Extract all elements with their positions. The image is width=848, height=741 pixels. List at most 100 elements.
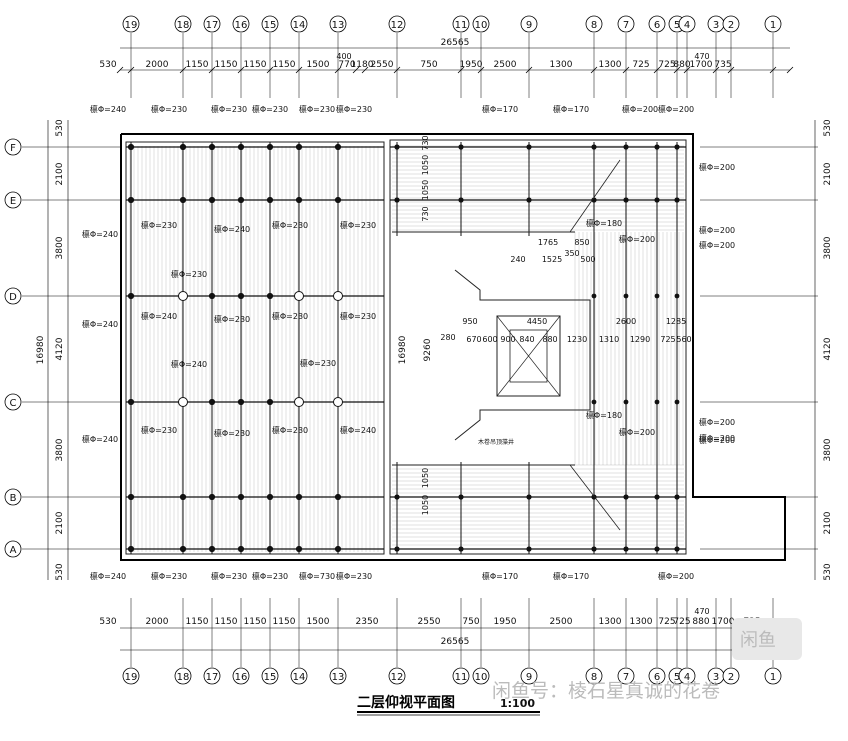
- center-left-dim: 730: [421, 206, 430, 221]
- bottom-span-dim: 1150: [244, 617, 267, 627]
- purlin-label-left: 檩Φ=240: [82, 319, 118, 329]
- column-dot: [623, 197, 629, 203]
- top-span-dim: 750: [420, 60, 437, 70]
- column-dot: [295, 493, 303, 501]
- grid-label-top: 12: [391, 20, 404, 31]
- column-dot: [458, 197, 464, 203]
- row-span-dim: 3800: [55, 236, 65, 259]
- purlin-label-right: 檩Φ=200: [699, 225, 735, 235]
- grid-bubble-bottom: [452, 667, 470, 685]
- grid-bubble-bottom: [617, 667, 635, 685]
- grid-label-bottom: 9: [526, 672, 532, 683]
- purlin-label-bottom: 檩Φ=230: [252, 571, 288, 581]
- center-dim: 725: [660, 335, 675, 344]
- top-span-dim: 735: [714, 60, 731, 70]
- bottom-extra-dim: 470: [694, 607, 709, 616]
- row-span-dim-right: 3800: [823, 438, 833, 461]
- center-dim: 1230: [567, 335, 587, 344]
- grid-label-bottom: 14: [293, 672, 306, 683]
- grid-bubble-top: [452, 15, 470, 33]
- grid-label-top: 14: [293, 20, 306, 31]
- column-dot: [237, 292, 245, 300]
- purlin-label-inner: 檩Φ=230: [300, 358, 336, 368]
- center-dim: 1765: [538, 238, 558, 247]
- column-dot: [237, 493, 245, 501]
- grid-label-bottom: 6: [654, 672, 660, 683]
- grid-bubble-top: [290, 15, 308, 33]
- top-extra-dim: 400: [336, 52, 351, 61]
- purlin-label-bottom: 檩Φ=730: [299, 571, 335, 581]
- grid-label-top: 6: [654, 20, 660, 31]
- top-span-dim: 530: [99, 60, 116, 70]
- column-dot: [623, 293, 629, 299]
- grid-bubble-top: [585, 15, 603, 33]
- center-dim: 1525: [542, 255, 562, 264]
- grid-label-bottom: 16: [235, 672, 248, 683]
- grid-label-bottom: 5: [674, 672, 680, 683]
- center-dim: 950: [462, 317, 477, 326]
- column-dot: [458, 144, 464, 150]
- top-span-dim: 2000: [146, 60, 169, 70]
- left-hall-outline: [125, 141, 385, 555]
- purlin-label-right: 檩Φ=200: [699, 433, 735, 443]
- row-span-dim: 530: [55, 119, 65, 136]
- column-dot: [237, 196, 245, 204]
- column-dot: [333, 397, 343, 407]
- column-dot: [458, 546, 464, 552]
- row-label: D: [9, 292, 17, 303]
- grid-bubble-top: [329, 15, 347, 33]
- center-dim: 240: [510, 255, 525, 264]
- top-span-dim: 1300: [550, 60, 573, 70]
- purlin-label-top: 檩Φ=170: [553, 104, 589, 114]
- center-dim: 840: [519, 335, 534, 344]
- center-dim: 900: [500, 335, 515, 344]
- top-span-dim: 725: [658, 60, 675, 70]
- purlin-label-right-inner: 檩Φ=180: [586, 218, 622, 228]
- column-dot: [674, 546, 680, 552]
- purlin-label-inner: 檩Φ=230: [272, 311, 308, 321]
- grid-bubble-top: [764, 15, 782, 33]
- bottom-span-dim: 1150: [186, 617, 209, 627]
- column-dot: [334, 545, 342, 553]
- purlin-label-inner: 檩Φ=240: [141, 311, 177, 321]
- grid-bubble-bottom: [520, 667, 538, 685]
- purlin-label-left: 檩Φ=240: [82, 434, 118, 444]
- bottom-span-dim: 725: [658, 617, 675, 627]
- grid-bubble-top: [174, 15, 192, 33]
- center-dim: 850: [574, 238, 589, 247]
- row-span-dim: 4120: [55, 337, 65, 360]
- row-bubble: [4, 138, 22, 156]
- purlin-label-inner: 檩Φ=240: [340, 425, 376, 435]
- purlin-label-top: 檩Φ=230: [336, 104, 372, 114]
- grid-label-bottom: 17: [206, 672, 219, 683]
- column-dot: [623, 399, 629, 405]
- purlin-label-inner: 檩Φ=240: [214, 224, 250, 234]
- column-dot: [237, 398, 245, 406]
- purlin-label-right: 檩Φ=200: [699, 417, 735, 427]
- center-left-dim: 730: [421, 135, 430, 150]
- top-span-dim: 1150: [244, 60, 267, 70]
- row-span-dim: 3800: [55, 438, 65, 461]
- grid-label-top: 19: [125, 20, 138, 31]
- column-dot: [526, 144, 532, 150]
- column-dot: [334, 196, 342, 204]
- purlin-label-left: 檩Φ=240: [82, 229, 118, 239]
- grid-bubble-top: [232, 15, 250, 33]
- top-extra-dim: 470: [694, 52, 709, 61]
- column-dot: [654, 197, 660, 203]
- row-span-dim-right: 530: [823, 119, 833, 136]
- purlin-label-right-inner: 檩Φ=180: [586, 410, 622, 420]
- column-dot: [458, 494, 464, 500]
- row-span-dim-right: 530: [823, 563, 833, 580]
- column-dot: [654, 144, 660, 150]
- grid-label-top: 2: [728, 20, 734, 31]
- column-dot: [179, 196, 187, 204]
- column-dot: [394, 546, 400, 552]
- right-hall-outline: [389, 139, 687, 555]
- column-dot: [591, 144, 597, 150]
- row-span-dim: 2100: [55, 511, 65, 534]
- grid-label-bottom: 2: [728, 672, 734, 683]
- well-inner: [496, 315, 561, 397]
- grid-bubble-bottom: [585, 667, 603, 685]
